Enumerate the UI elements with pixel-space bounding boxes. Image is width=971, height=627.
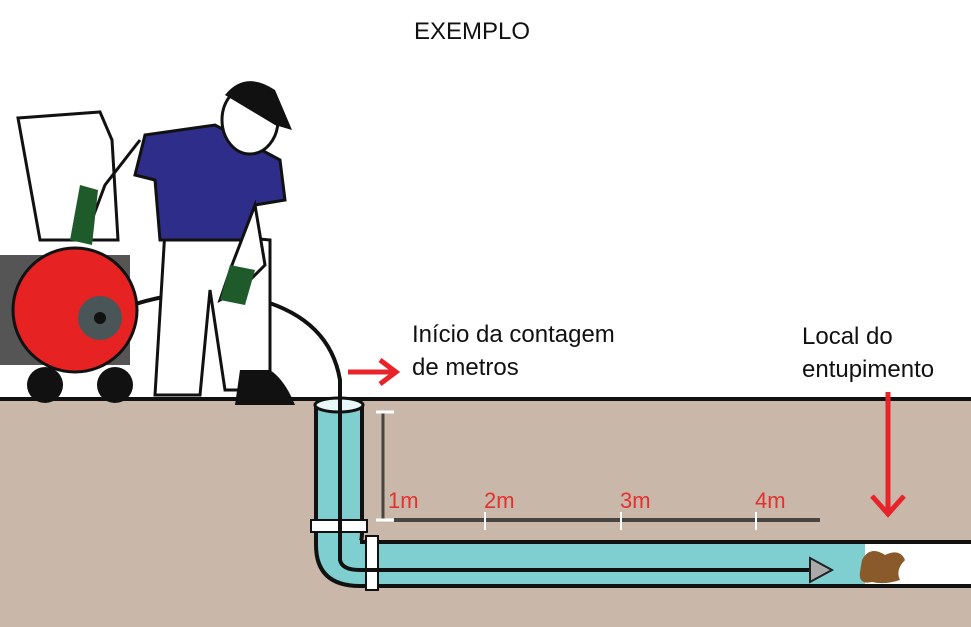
clog-label-line2: entupimento — [802, 356, 935, 383]
start-label-line1: Início da contagem — [412, 321, 615, 348]
clog-label-line1: Local do — [802, 323, 893, 350]
worker — [70, 81, 295, 405]
scale-mark-1m: 1m — [388, 488, 419, 513]
scale-mark-4m: 4m — [755, 488, 786, 513]
page-title: EXEMPLO — [414, 18, 531, 45]
cable-head-icon — [809, 556, 835, 584]
horizontal-pipe — [370, 540, 971, 588]
start-arrow-icon — [348, 358, 401, 386]
scale-mark-3m: 3m — [620, 488, 651, 513]
measurement-scale — [376, 410, 820, 530]
scale-mark-2m: 2m — [484, 488, 515, 513]
start-label-line2: de metros — [412, 354, 519, 381]
drain-machine — [0, 110, 139, 403]
clog-arrow-icon — [870, 392, 906, 518]
clog — [859, 551, 905, 584]
